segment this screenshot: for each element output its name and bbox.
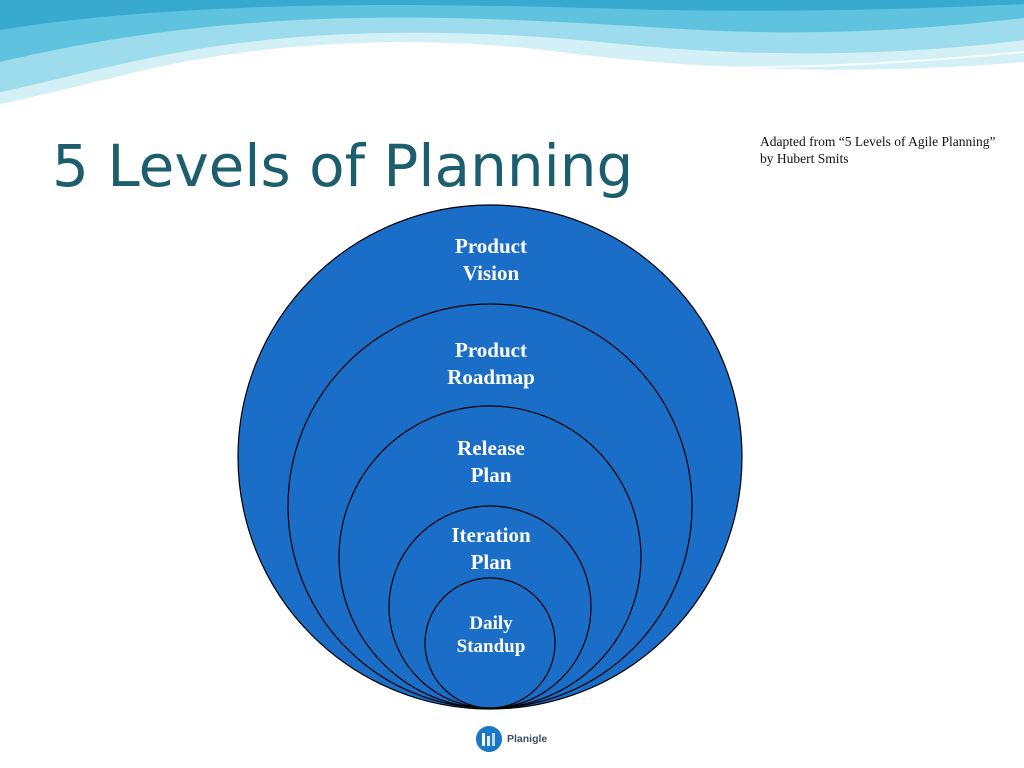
wave-top (0, 0, 1024, 30)
level-label-line: Roadmap (447, 365, 535, 389)
wave-front (0, 0, 1024, 62)
attribution-note: Adapted from “5 Levels of Agile Planning… (760, 134, 996, 166)
level-label-line: Product (455, 234, 527, 258)
planigle-logo: Planigle (476, 724, 547, 754)
level-label-line: Iteration (451, 523, 531, 547)
logo-text: Planigle (507, 733, 548, 745)
level-label-product-roadmap: Product Roadmap (391, 337, 591, 391)
level-label-line: Daily (469, 613, 513, 634)
level-label-release-plan: Release Plan (391, 435, 591, 489)
level-label-daily-standup: Daily Standup (391, 612, 591, 658)
planigle-logo-icon (476, 726, 502, 752)
circle-daily-standup (424, 577, 556, 709)
level-label-line: Product (455, 338, 527, 362)
header-wave-decoration (0, 0, 1024, 109)
slide-title: 5 Levels of Planning (52, 132, 634, 200)
level-label-line: Standup (456, 636, 526, 657)
level-label-iteration-plan: Iteration Plan (391, 522, 591, 576)
level-label-line: Plan (470, 463, 512, 487)
wave-line (0, 51, 1024, 109)
level-label-line: Release (457, 436, 525, 460)
level-label-line: Vision (462, 261, 520, 285)
level-label-line: Plan (470, 550, 512, 574)
level-label-product-vision: Product Vision (391, 233, 591, 287)
